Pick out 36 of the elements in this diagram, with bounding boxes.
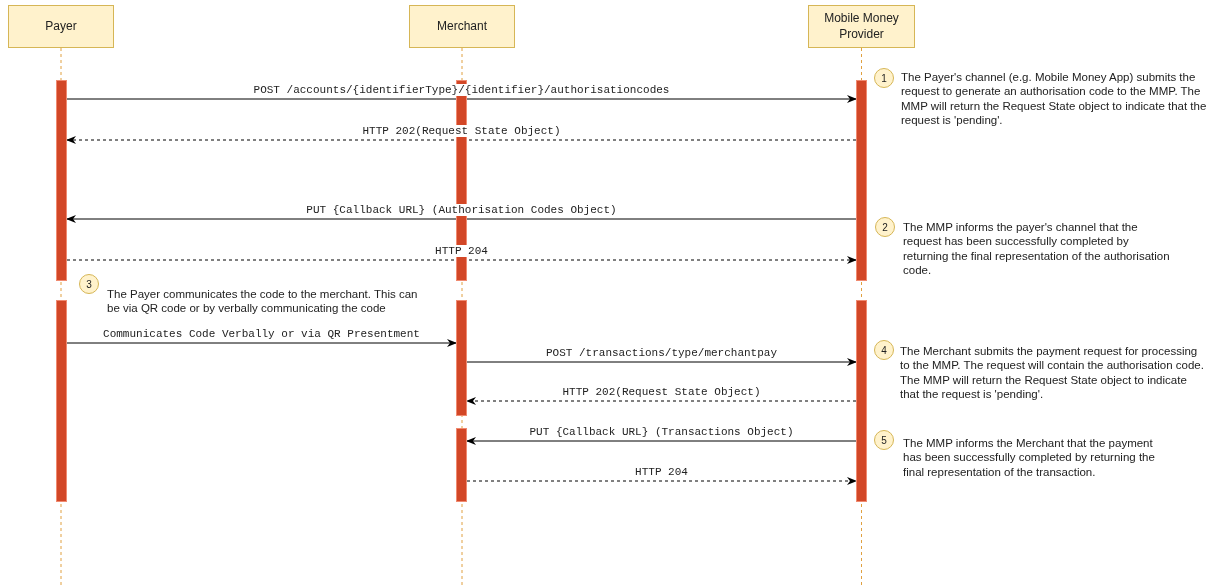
dashed-arrow [466,397,857,405]
participant-box: Mobile Money Provider [808,5,915,48]
step-number: 5 [874,430,894,450]
dashed-arrow [466,477,857,485]
edge-label: PUT {Callback URL} (Transactions Object) [528,426,795,439]
step-note: The Payer communicates the code to the merchant. This can be via QR code or by verbally communicating the code [107,287,419,316]
arrow [466,437,857,445]
edge-label: Communicates Code Verbally or via QR Presentment [102,328,421,341]
edge-label: POST /transactions/type/merchantpay [545,347,778,360]
activation-bar [56,300,67,502]
activation-bar [856,80,867,281]
participant-box: Payer [8,5,114,48]
arrow [466,358,857,366]
arrow [66,215,857,223]
step-note: The Payer's channel (e.g. Mobile Money App) submits the request to generate an authorisation code to the MMP. The MMP will return the Request State object to indicate that the request is 'pending'. [901,70,1208,128]
activation-bar [456,428,467,502]
edge-label: HTTP 202(Request State Object) [561,386,762,399]
step-note: The MMP informs the Merchant that the payment has been successfully completed by returning the final representation of the transaction. [903,436,1156,480]
activation-bar [56,80,67,281]
step-number: 3 [79,274,99,294]
step-note: The Merchant submits the payment request for processing to the MMP. The request will contain the authorisation code. The MMP will return the Request State object to indicate that the request is 'pending'. [900,344,1205,402]
arrow [66,95,857,103]
activation-bar [856,300,867,502]
edge-label: POST /accounts/{identifierType}/{identifier}/authorisationcodes [252,84,671,97]
arrow [66,339,457,347]
activation-bar [456,300,467,416]
participant-box: Merchant [409,5,515,48]
edge-label: HTTP 204 [434,245,489,258]
dashed-arrow [66,256,857,264]
edge-label: PUT {Callback URL} (Authorisation Codes Object) [305,204,618,217]
step-number: 2 [875,217,895,237]
step-number: 1 [874,68,894,88]
edge-label: HTTP 202(Request State Object) [361,125,562,138]
step-note: The MMP informs the payer's channel that the request has been successfully completed by returning the final representation of the authorisation code. [903,220,1171,278]
step-number: 4 [874,340,894,360]
dashed-arrow [66,136,857,144]
